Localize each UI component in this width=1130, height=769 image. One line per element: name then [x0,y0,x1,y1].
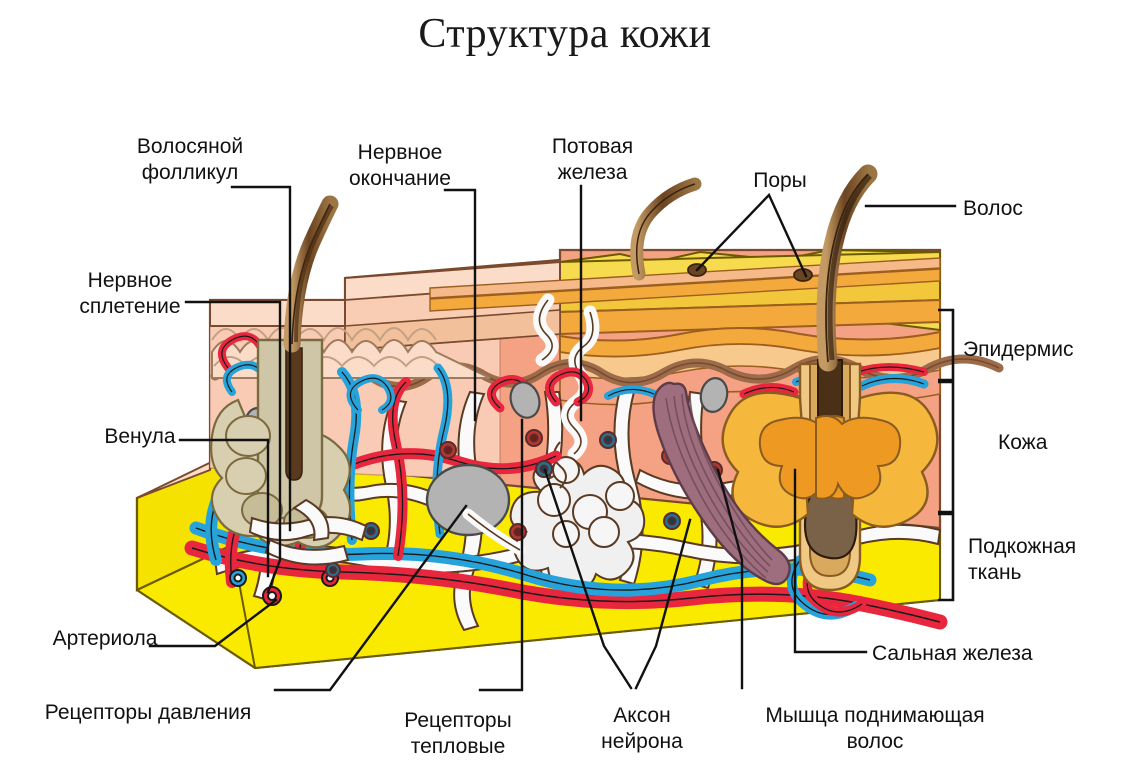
epidermis-surface-slabs [209,248,941,351]
label-pores: Поры [753,169,807,192]
sebaceous-gland [721,391,939,528]
label-nerve-ending: Нервное окончание [348,141,451,190]
bracket-skin [938,380,955,514]
sweat-gland-coil [509,441,646,592]
leader-pressure-receptors [273,504,468,692]
leader-hair-follicle [230,185,292,532]
hair-follicle-right [798,164,878,592]
leader-heat-receptors [478,418,524,692]
leader-nerve-plexus [184,300,282,594]
label-subcutaneous-tissue: Подкожная ткань [968,535,1077,584]
label-sebaceous-gland: Сальная железа [872,642,1033,665]
leader-arteriole [148,598,278,648]
label-skin: Кожа [998,431,1048,454]
leader-sebaceous-gland [793,468,868,654]
leader-axon-a [634,518,692,690]
label-pressure-receptors: Рецепторы давления [44,701,252,724]
leader-pores [695,192,808,278]
label-venule: Венула [104,425,176,448]
label-hair-follicle: Волосяной фолликул [136,135,244,184]
leader-nerve-ending [443,188,477,422]
label-hair: Волос [963,197,1023,220]
hair-shaft-mid [630,177,702,281]
label-neuron-axon: Аксон нейрона [601,704,683,753]
label-arteriole: Артериола [52,627,158,650]
leader-venule [178,438,270,578]
page-title: Структура кожи [418,11,712,57]
label-nerve-plexus: Нервное сплетение [79,269,181,318]
layer-brackets [938,308,955,602]
leader-axon-b [543,468,633,690]
leader-lines [148,184,957,692]
label-epidermis: Эпидермис [963,338,1074,361]
leader-arrector-pili [716,468,744,690]
label-heat-receptors: Рецепторы тепловые [404,709,512,758]
label-arrector-pili-muscle: Мышца поднимающая волос [765,704,985,753]
label-sweat-gland: Потовая железа [551,135,634,184]
pacinian-corpuscle [425,463,526,556]
bracket-subcutaneous [938,512,955,602]
bracket-epidermis [938,308,955,382]
